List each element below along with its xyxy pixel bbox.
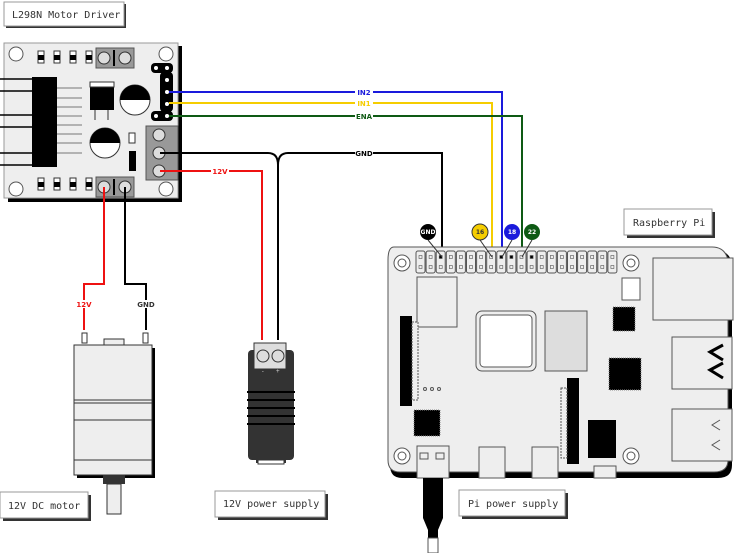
gpio-pin	[570, 255, 574, 259]
gpio-pin-pair	[435, 250, 446, 274]
wire-12v	[160, 170, 263, 340]
wire-ena	[169, 115, 523, 257]
wire-label-motor-12v: 12V	[76, 301, 92, 309]
wire-label-gnd: GND	[355, 150, 373, 158]
gpio-pin	[560, 265, 564, 269]
gpio-pin-pair	[556, 250, 567, 274]
gpio-pin-pair	[516, 250, 527, 274]
raspberry-pi	[387, 246, 734, 553]
gpio-pin	[448, 265, 453, 269]
wire-in1	[169, 102, 493, 257]
gpio-pin-pair	[496, 250, 507, 274]
wire-in2	[169, 91, 503, 257]
pin-label-16: 16	[476, 229, 484, 236]
gpio-pin-pair	[415, 250, 426, 274]
gpio-pin-pair	[567, 250, 577, 274]
gpio-pin	[590, 265, 595, 269]
wire-label-in1: IN1	[357, 100, 370, 108]
wire-gnd	[160, 152, 443, 257]
gpio-pin	[469, 265, 473, 269]
l298n-board	[0, 42, 182, 202]
gpio-header	[415, 250, 618, 274]
gpio-pin	[529, 255, 534, 259]
gpio-pin	[580, 255, 584, 259]
gpio-pin	[428, 255, 433, 259]
wire-label-ena: ENA	[356, 113, 373, 121]
gpio-pin-pair	[607, 250, 618, 274]
gpio-pin	[590, 255, 595, 259]
gpio-pin	[459, 265, 463, 269]
label-l298n: L298N Motor Driver	[3, 1, 126, 28]
jack-minus: -	[261, 368, 265, 375]
gpio-pin	[489, 265, 494, 269]
gpio-pin	[499, 255, 504, 259]
gpio-pin	[549, 265, 554, 269]
gpio-pin-pair	[476, 250, 487, 274]
gpio-pin-pair	[455, 250, 466, 274]
wire-label-in2: IN2	[357, 89, 370, 97]
gpio-pin	[539, 255, 544, 259]
gpio-pin-pair	[506, 250, 517, 274]
label-power-supply-text: 12V power supply	[223, 499, 319, 510]
gpio-pin	[418, 265, 423, 269]
power-jack: - +	[247, 342, 295, 465]
gpio-pin-pair	[536, 250, 547, 274]
gpio-pin-pair	[597, 250, 608, 274]
gpio-pin	[509, 265, 514, 269]
gpio-pin-pair	[445, 250, 456, 274]
gpio-pin	[610, 265, 615, 269]
gpio-pin	[549, 255, 554, 259]
dc-motor	[73, 332, 155, 515]
gpio-pin-pair	[425, 250, 436, 274]
gpio-pin-pair	[587, 250, 598, 274]
gpio-pin	[499, 265, 504, 269]
gpio-pin	[529, 265, 534, 269]
gpio-pin	[570, 265, 574, 269]
gpio-pin	[479, 265, 483, 269]
gpio-pin	[479, 255, 483, 259]
gpio-pin	[438, 265, 443, 269]
gpio-pin-pair	[466, 250, 476, 274]
gpio-pin	[580, 265, 584, 269]
gpio-pin	[560, 255, 564, 259]
gpio-pin-pair	[577, 250, 588, 274]
gpio-pin	[600, 255, 605, 259]
gpio-pin	[610, 255, 615, 259]
gpio-pin	[469, 255, 473, 259]
gpio-pin	[418, 255, 423, 259]
pin-label-gnd: GND	[421, 229, 436, 236]
label-l298n-text: L298N Motor Driver	[12, 10, 120, 21]
wire-label-12v: 12V	[212, 168, 228, 176]
gpio-pin	[428, 265, 433, 269]
wire-label-motor-gnd: GND	[137, 301, 155, 309]
label-power-supply: 12V power supply	[214, 490, 328, 520]
gpio-pin-pair	[486, 250, 497, 274]
gpio-pin	[539, 265, 544, 269]
label-pi-power: Pi power supply	[458, 489, 568, 519]
gpio-pin-pair	[526, 250, 537, 274]
label-dc-motor-text: 12V DC motor	[8, 501, 80, 512]
gpio-pin	[509, 255, 514, 259]
gpio-pin	[519, 265, 524, 269]
gpio-pin	[459, 255, 463, 259]
label-dc-motor: 12V DC motor	[0, 491, 91, 521]
pin-label-22: 22	[528, 229, 536, 236]
label-raspberry-pi-text: Raspberry Pi	[633, 218, 705, 229]
jack-plus: +	[276, 368, 280, 375]
label-raspberry-pi: Raspberry Pi	[623, 208, 715, 238]
pin-label-18: 18	[508, 229, 516, 236]
gpio-pin-pair	[546, 250, 557, 274]
pin-markers: GND 16 18 22	[420, 223, 540, 258]
gpio-pin	[448, 255, 453, 259]
label-pi-power-text: Pi power supply	[468, 499, 558, 510]
gpio-pin	[519, 255, 524, 259]
gpio-pin	[600, 265, 605, 269]
